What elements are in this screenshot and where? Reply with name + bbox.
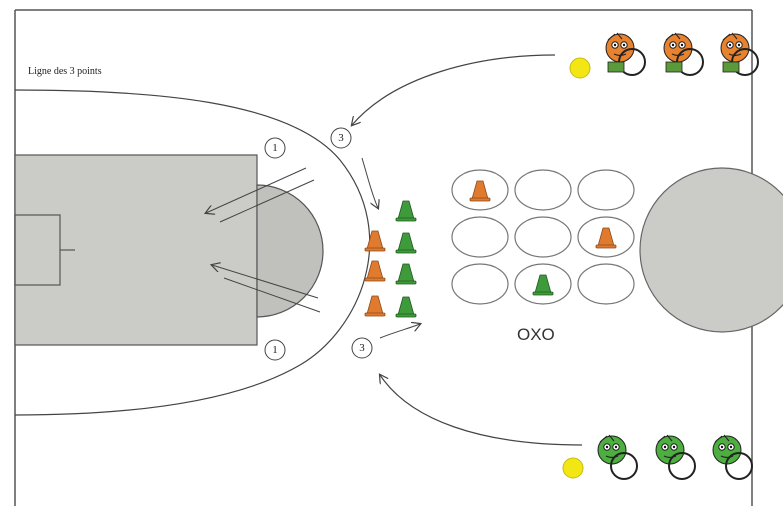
arrow-icon — [379, 324, 420, 339]
wheelchair-player-icon — [605, 32, 646, 76]
oxo-cell — [514, 169, 572, 211]
arrow-icon — [219, 179, 315, 223]
arrow-icon — [352, 54, 556, 125]
orange-cone-column — [364, 230, 386, 317]
step-marker: 1 — [264, 137, 286, 159]
svg-text:3: 3 — [338, 132, 344, 144]
wheelchair-player-icon — [597, 434, 638, 480]
step-marker: 1 — [264, 339, 286, 361]
cone-green-icon — [395, 200, 417, 222]
wheelchair-player-icon — [655, 434, 696, 480]
oxo-cell — [514, 216, 572, 258]
arrow-icon — [206, 167, 307, 213]
center-circle — [639, 167, 783, 333]
green-cone-column — [395, 200, 417, 318]
arrows-to-paint — [206, 167, 321, 313]
oxo-cell — [577, 263, 635, 305]
cone-green-icon — [395, 232, 417, 254]
free-throw-semicircle — [256, 184, 324, 318]
arrow-icon — [223, 277, 321, 313]
arrow-icon — [361, 157, 378, 208]
oxo-cell — [451, 263, 509, 305]
orange-team — [605, 32, 759, 76]
svg-text:3: 3 — [359, 342, 365, 354]
step-marker: 3 — [351, 337, 373, 359]
three-point-line — [14, 89, 371, 416]
ball-icon — [562, 457, 584, 479]
oxo-cell — [577, 169, 635, 211]
oxo-cell — [451, 216, 509, 258]
green-team — [597, 434, 753, 480]
cone-orange-icon — [364, 230, 386, 252]
step-marker: 3 — [330, 127, 352, 149]
wheelchair-player-icon — [712, 434, 753, 480]
paint-area — [14, 154, 258, 346]
wheelchair-player-icon — [663, 32, 704, 76]
cone-orange-icon — [364, 295, 386, 317]
oxo-label: OXO — [517, 325, 555, 344]
cone-green-icon — [395, 263, 417, 285]
three-point-label: Ligne des 3 points — [28, 66, 102, 77]
ball-icon — [569, 57, 591, 79]
svg-text:1: 1 — [272, 142, 278, 154]
arrow-icon — [380, 375, 583, 446]
cone-green-icon — [395, 296, 417, 318]
arrow-icon — [212, 265, 319, 299]
oxo-grid — [451, 169, 635, 305]
svg-text:1: 1 — [272, 344, 278, 356]
wheelchair-player-icon — [720, 32, 759, 76]
